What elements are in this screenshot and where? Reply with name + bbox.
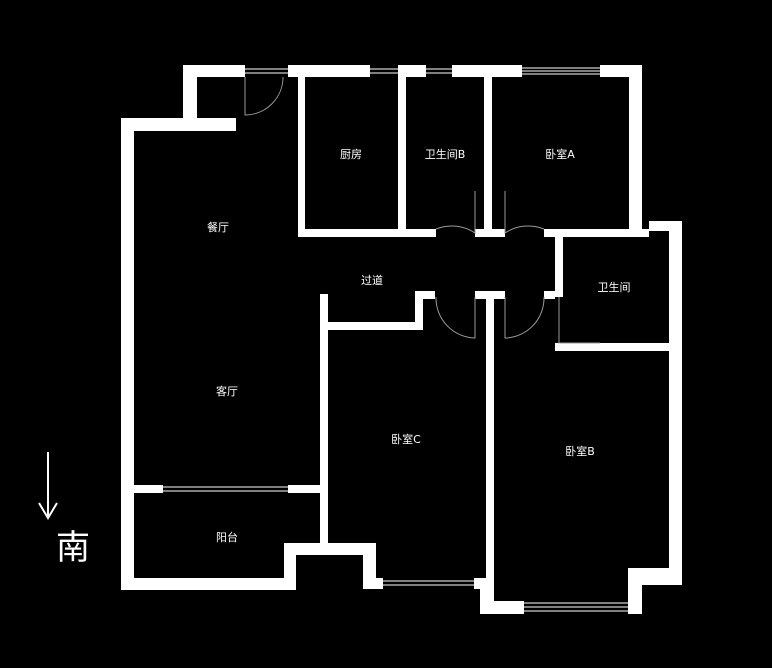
room-label-bathroom: 卫生间: [598, 280, 631, 294]
windows: [163, 67, 628, 612]
wall-corridor-bottom: [320, 322, 420, 330]
wall-east-bedroom-a: [629, 65, 642, 235]
wall-balcony-step-h: [284, 543, 376, 555]
wall-bath-top: [649, 221, 682, 231]
room-labels: 厨房 卫生间B 卧室A 餐厅 过道 卫生间 客厅 卧室C 卧室B 阳台: [207, 147, 631, 544]
wall-living-balcony-right: [288, 485, 328, 493]
room-label-bedroom-c: 卧室C: [391, 432, 421, 446]
doors: [244, 76, 600, 344]
wall-bath-bottom: [555, 343, 682, 351]
wall-entry-pillar: [183, 65, 197, 131]
room-label-living: 客厅: [216, 384, 238, 398]
wall-northwest: [121, 118, 236, 131]
wall-north-kitchen: [288, 65, 370, 77]
wall-bath-east: [669, 221, 682, 585]
wall-corridor-top-right: [544, 291, 555, 299]
bathroom-door-swing: [558, 297, 600, 344]
room-label-corridor: 过道: [361, 273, 383, 287]
bedroom-b-door-swing: [504, 296, 545, 339]
wall-north-row-bottom-mid: [475, 229, 505, 237]
wall-kitchen-bath: [398, 65, 406, 237]
wall-north-row-bottom-right: [544, 229, 649, 237]
wall-bedroom-c-south-stub: [363, 543, 376, 589]
entry-door-swing: [244, 76, 284, 116]
wall-balcony-bottom: [121, 578, 296, 590]
wall-entry-top: [183, 65, 245, 77]
room-label-bedroom-a: 卧室A: [545, 147, 575, 161]
wall-bedroom-b-se: [628, 568, 682, 585]
room-label-bathroom-b: 卫生间B: [425, 147, 466, 161]
wall-west: [121, 118, 134, 590]
wall-corridor-notch: [415, 291, 423, 330]
room-label-balcony: 阳台: [216, 530, 238, 544]
wall-bedroom-c-south: [363, 578, 383, 589]
wall-bedroom-b-south-left: [480, 601, 524, 614]
wall-c-b: [486, 291, 494, 591]
bedroom-a-door-swing: [504, 191, 545, 234]
wall-corridor-stub: [320, 294, 328, 546]
bedroom-c-door-swing: [435, 296, 476, 339]
wall-north-row-bottom-left: [298, 229, 436, 237]
wall-bath-bedroom-a: [484, 65, 492, 237]
bath-b-door-swing: [435, 191, 476, 234]
wall-living-balcony-left: [121, 485, 163, 493]
room-label-kitchen: 厨房: [340, 148, 362, 161]
arrow-down-icon: [38, 452, 58, 520]
wall-bath-west: [555, 229, 563, 297]
compass: 南: [38, 452, 90, 568]
room-label-dining: 餐厅: [207, 220, 229, 234]
wall-corridor-top: [415, 291, 435, 299]
room-label-bedroom-b: 卧室B: [565, 444, 595, 458]
walls: [121, 65, 682, 614]
compass-south-label: 南: [56, 528, 90, 568]
